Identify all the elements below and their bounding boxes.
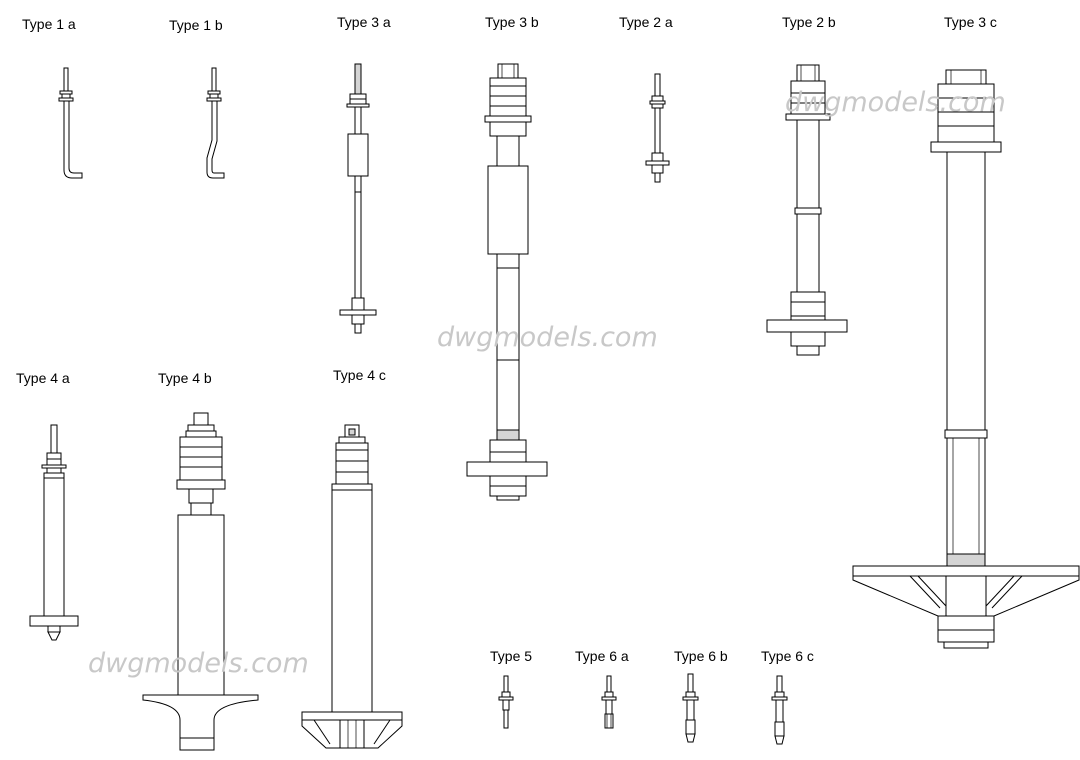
anchor-type-6a — [601, 675, 617, 729]
bolt-type-1b — [206, 67, 225, 179]
anchor-type-6c — [771, 675, 788, 745]
label-type-5: Type 5 — [490, 648, 532, 664]
label-type-4a: Type 4 a — [16, 370, 70, 386]
label-type-2b: Type 2 b — [782, 14, 836, 30]
label-type-1a: Type 1 a — [22, 16, 76, 32]
label-type-2a: Type 2 a — [619, 14, 673, 30]
watermark-bottom-left: dwgmodels.com — [88, 648, 309, 679]
anchor-type-6b — [682, 673, 699, 743]
bolt-type-2b — [766, 64, 848, 356]
bolt-type-3a — [339, 63, 377, 334]
bolt-type-4a — [29, 424, 79, 641]
label-type-1b: Type 1 b — [169, 17, 223, 33]
bolt-type-4c — [301, 424, 403, 749]
anchor-type-5 — [498, 675, 514, 729]
bolt-type-3b — [466, 63, 548, 501]
watermark-center: dwgmodels.com — [437, 322, 658, 353]
label-type-6b: Type 6 b — [674, 648, 728, 664]
bolt-type-4b — [142, 412, 259, 751]
label-type-3a: Type 3 a — [337, 14, 391, 30]
bolt-type-1a — [58, 67, 83, 179]
watermark-top-right: dwgmodels.com — [785, 87, 1006, 118]
label-type-6a: Type 6 a — [575, 648, 629, 664]
label-type-4c: Type 4 c — [333, 367, 386, 383]
bolt-type-2a — [645, 73, 670, 183]
label-type-4b: Type 4 b — [158, 370, 212, 386]
bolt-type-3c — [852, 69, 1080, 649]
label-type-3b: Type 3 b — [485, 14, 539, 30]
label-type-6c: Type 6 c — [761, 648, 814, 664]
label-type-3c: Type 3 c — [944, 14, 997, 30]
